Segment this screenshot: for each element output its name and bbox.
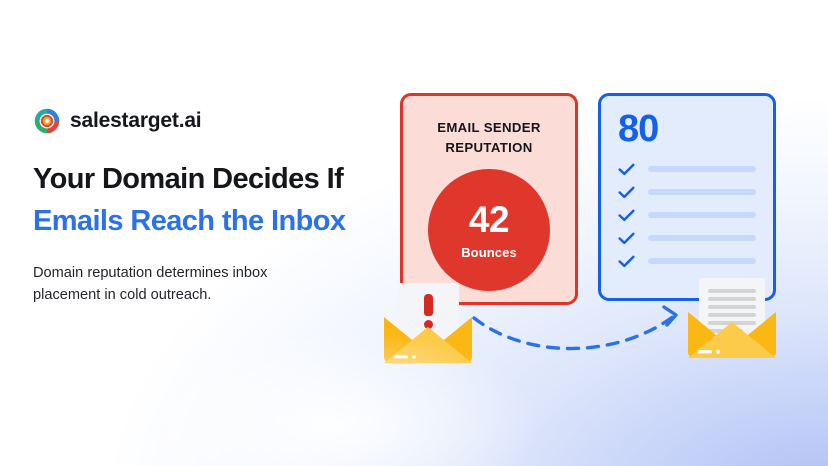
hero-subcopy: Domain reputation determines inbox place… xyxy=(33,264,268,304)
brand-lockup: salestarget.ai xyxy=(33,106,383,136)
page-title: Your Domain Decides If Emails Reach the … xyxy=(33,158,373,243)
placeholder-line xyxy=(648,235,756,241)
inbox-score-value: 80 xyxy=(618,108,659,150)
list-item xyxy=(618,232,756,244)
list-item xyxy=(618,186,756,198)
check-icon xyxy=(618,186,635,198)
placeholder-line xyxy=(648,212,756,218)
envelope-body xyxy=(384,317,472,363)
headline-accent: Emails Reach the Inbox xyxy=(33,205,346,238)
illustration-group: EMAIL SENDER REPUTATION 42 Bounces 80 xyxy=(372,78,812,388)
bounces-label: Bounces xyxy=(461,244,517,260)
check-icon xyxy=(618,255,635,267)
check-icon xyxy=(618,163,635,175)
list-item xyxy=(618,209,756,221)
dashed-curved-arrow-icon xyxy=(472,305,678,351)
exclamation-mark-icon xyxy=(423,294,433,329)
bounces-value: 42 xyxy=(468,198,510,240)
hero-text-column: salestarget.ai Your Domain Decides If Em… xyxy=(33,106,383,307)
placeholder-line xyxy=(648,258,756,264)
envelope-body xyxy=(688,312,776,358)
inbox-score-card: 80 xyxy=(598,93,776,301)
target-bullseye-icon xyxy=(34,108,60,134)
headline-line-1: Your Domain Decides xyxy=(33,163,320,195)
list-item xyxy=(618,163,756,175)
check-icon xyxy=(618,232,635,244)
brand-name: salestarget.ai xyxy=(70,109,202,132)
envelope-delivered-icon xyxy=(684,278,780,360)
placeholder-line xyxy=(648,166,756,172)
headline-line-2-lead: If xyxy=(326,163,344,195)
placeholder-line xyxy=(648,189,756,195)
bounces-gauge: 42 Bounces xyxy=(428,169,550,291)
envelope-alert-icon xyxy=(380,283,476,365)
reputation-card-title: EMAIL SENDER REPUTATION xyxy=(437,120,541,156)
email-sender-reputation-card: EMAIL SENDER REPUTATION 42 Bounces xyxy=(400,93,578,305)
score-checklist xyxy=(618,163,756,267)
list-item xyxy=(618,255,756,267)
check-icon xyxy=(618,209,635,221)
